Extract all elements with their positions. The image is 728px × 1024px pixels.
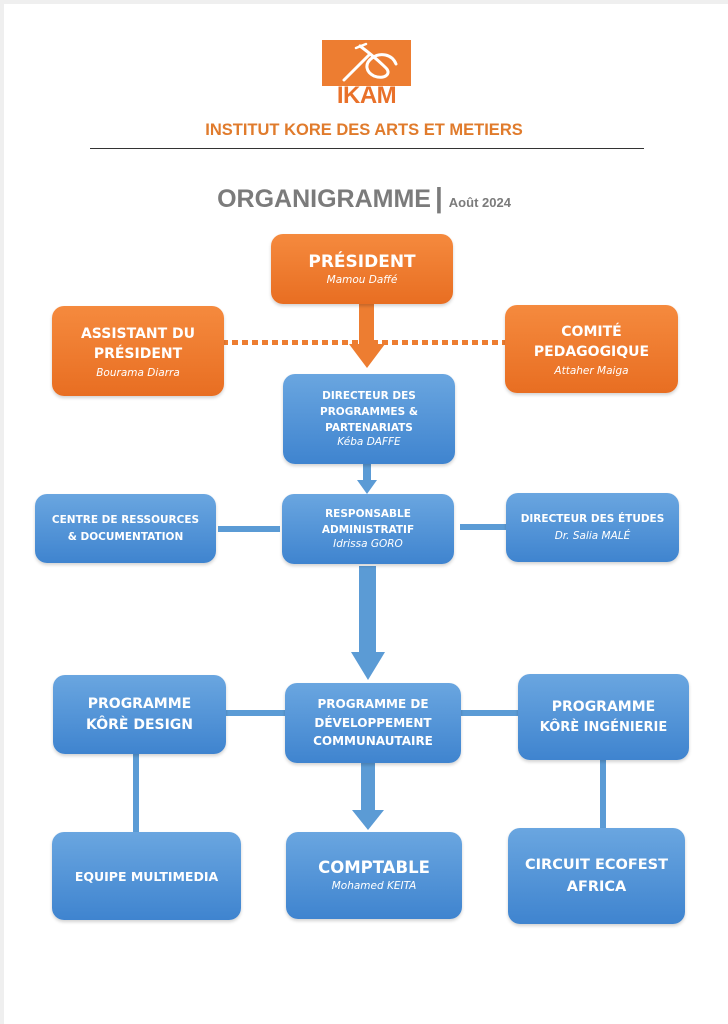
node-centre-role-line2: & DOCUMENTATION <box>67 530 184 543</box>
node-ingenierie-role-line2: KÔRÈ INGÉNIERIE <box>539 719 668 735</box>
header-divider <box>90 148 644 149</box>
arrow-responsable-shaft <box>359 566 376 654</box>
arrow-directeur-shaft <box>363 464 371 482</box>
logo-wordmark: IKAM <box>336 82 397 109</box>
connector-responsable-etudes <box>460 524 506 530</box>
node-directeur-name: Kéba DAFFE <box>337 436 401 449</box>
arrow-directeur-head-icon <box>357 480 377 494</box>
node-circuit-ecofest[interactable]: CIRCUIT ECOFEST AFRICA <box>508 828 685 924</box>
node-comptable-role: COMPTABLE <box>318 858 430 878</box>
node-design-role-line1: PROGRAMME <box>87 696 192 713</box>
node-dev-role-line3: COMMUNAUTAIRE <box>313 734 433 749</box>
arrow-president-head-icon <box>349 344 385 368</box>
title-text: ORGANIGRAMME <box>217 185 431 213</box>
connector-centre-responsable <box>218 526 280 532</box>
node-equipe-multimedia[interactable]: EQUIPE MULTIMEDIA <box>52 832 241 920</box>
node-design-role-line2: KÔRÈ DESIGN <box>85 716 194 733</box>
node-ingenierie-role-line1: PROGRAMME <box>551 698 656 715</box>
node-assistant-president[interactable]: ASSISTANT DU PRÉSIDENT Bourama Diarra <box>52 306 224 396</box>
node-programme-developpement[interactable]: PROGRAMME DE DÉVELOPPEMENT COMMUNAUTAIRE <box>285 683 461 763</box>
node-comptable-name: Mohamed KEITA <box>331 880 417 893</box>
node-comite-pedagogique[interactable]: COMITÉ PEDAGOGIQUE Attaher Maiga <box>505 305 678 393</box>
node-etudes-name: Dr. Salia MALÉ <box>554 530 631 543</box>
logo-mark-icon <box>322 40 411 86</box>
institute-name: INSTITUT KORE DES ARTS ET METIERS <box>205 121 523 139</box>
arrow-responsable-head-icon <box>351 652 385 680</box>
node-programme-kore-ingenierie[interactable]: PROGRAMME KÔRÈ INGÉNIERIE <box>518 674 689 760</box>
node-comite-role-line1: COMITÉ <box>561 323 622 340</box>
node-assistant-role-line1: ASSISTANT DU <box>80 325 196 342</box>
node-comite-name: Attaher Maiga <box>554 364 629 377</box>
node-assistant-role-line2: PRÉSIDENT <box>93 346 183 363</box>
arrow-dev-head-icon <box>352 810 384 830</box>
node-directeur-programmes[interactable]: DIRECTEUR DES PROGRAMMES & PARTENARIATS … <box>283 374 455 464</box>
connector-ingenierie-circuit <box>600 760 606 832</box>
node-responsable-name: Idrissa GORO <box>333 538 403 551</box>
node-dev-role-line1: PROGRAMME DE <box>317 697 429 712</box>
node-centre-ressources[interactable]: CENTRE DE RESSOURCES & DOCUMENTATION <box>35 494 216 563</box>
title-date: Août 2024 <box>448 195 511 210</box>
node-directeur-etudes[interactable]: DIRECTEUR DES ÉTUDES Dr. Salia MALÉ <box>506 493 679 562</box>
ikam-logo: IKAM <box>322 40 411 110</box>
node-directeur-role-line1: DIRECTEUR DES <box>322 390 416 403</box>
node-responsable-role-line2: ADMINISTRATIF <box>321 523 415 536</box>
node-dev-role-line2: DÉVELOPPEMENT <box>314 715 432 730</box>
node-president[interactable]: PRÉSIDENT Mamou Daffé <box>271 234 453 304</box>
node-centre-role-line1: CENTRE DE RESSOURCES <box>51 513 200 526</box>
node-responsable-administratif[interactable]: RESPONSABLE ADMINISTRATIF Idrissa GORO <box>282 494 454 564</box>
connector-dev-ingenierie <box>458 710 522 716</box>
node-comite-role-line2: PEDAGOGIQUE <box>533 344 650 361</box>
node-assistant-name: Bourama Diarra <box>96 366 180 379</box>
arrow-president-shaft <box>359 302 374 346</box>
connector-design-dev <box>224 710 288 716</box>
connector-design-multimedia <box>133 752 139 836</box>
arrow-dev-shaft <box>361 762 375 812</box>
node-circuit-role-line2: AFRICA <box>566 879 627 895</box>
node-responsable-role-line1: RESPONSABLE <box>325 507 411 520</box>
page-title: ORGANIGRAMME| Août 2024 <box>0 182 728 214</box>
title-separator: | <box>434 182 443 213</box>
node-comptable[interactable]: COMPTABLE Mohamed KEITA <box>286 832 462 919</box>
node-directeur-role-line3: PARTENARIATS <box>325 421 413 434</box>
node-president-name: Mamou Daffé <box>326 273 398 286</box>
node-etudes-role: DIRECTEUR DES ÉTUDES <box>520 513 665 526</box>
node-programme-kore-design[interactable]: PROGRAMME KÔRÈ DESIGN <box>53 675 226 754</box>
node-multimedia-role: EQUIPE MULTIMEDIA <box>74 868 219 884</box>
node-circuit-role-line1: CIRCUIT ECOFEST <box>525 856 668 873</box>
node-directeur-role-line2: PROGRAMMES & <box>320 405 418 418</box>
node-president-role: PRÉSIDENT <box>308 251 416 272</box>
